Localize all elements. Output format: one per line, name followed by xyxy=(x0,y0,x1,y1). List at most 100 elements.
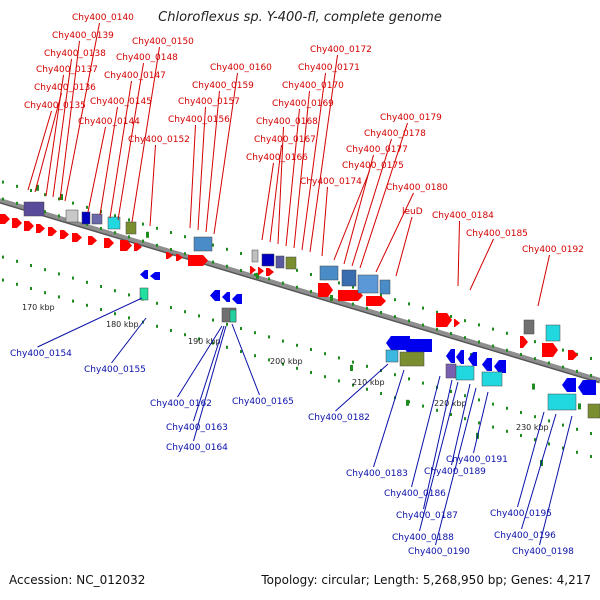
forward-gene-arrow xyxy=(60,230,69,239)
forward-leader-line xyxy=(375,192,414,273)
ticks-reverse-outer-tick xyxy=(422,404,424,408)
gene-box-gray xyxy=(65,209,79,223)
ticks-forward-inner-tick xyxy=(86,222,88,226)
ticks-reverse-inner-tick xyxy=(408,377,410,381)
ticks-forward-outer-tick xyxy=(16,184,18,188)
forward-gene-label: Chy400_0160 xyxy=(210,63,272,73)
forward-leader-line xyxy=(117,62,144,221)
forward-gene-label: Chy400_0169 xyxy=(272,99,334,109)
gene-box-teal xyxy=(139,287,149,301)
forward-gene-arrow xyxy=(24,221,34,231)
ticks-reverse-inner-tick xyxy=(352,360,354,364)
ticks-reverse-inner-tick xyxy=(492,402,494,406)
ticks-forward-outer-tick xyxy=(352,285,354,289)
forward-leader-line xyxy=(537,254,550,307)
forward-leader-line xyxy=(309,54,338,253)
ticks-forward-inner-tick xyxy=(44,210,46,214)
gene-box-steelblue xyxy=(319,265,339,281)
forward-gene-arrow xyxy=(436,313,452,327)
ticks-reverse-outer-tick xyxy=(506,429,508,433)
ticks-forward-inner-tick xyxy=(184,252,186,256)
reverse-leader-line xyxy=(111,317,147,364)
forward-leader-line xyxy=(131,46,160,223)
ticks-forward-inner-tick xyxy=(380,311,382,314)
major-tick xyxy=(350,365,353,371)
forward-leader-line xyxy=(285,108,300,247)
ticks-reverse-outer-tick xyxy=(170,329,172,332)
reverse-gene-label: Chy400_0198 xyxy=(512,547,574,557)
reverse-leader-line xyxy=(335,363,389,412)
ticks-reverse-outer-tick xyxy=(478,421,480,425)
forward-gene-label: Chy400_0150 xyxy=(132,37,194,47)
reverse-leader-line xyxy=(419,381,459,532)
forward-leader-line xyxy=(213,72,238,235)
forward-gene-arrow xyxy=(72,233,82,242)
ticks-forward-outer-tick xyxy=(310,273,312,276)
reverse-gene-label: Chy400_0165 xyxy=(232,397,294,407)
ticks-reverse-outer-tick xyxy=(576,450,578,454)
gene-box-slate xyxy=(275,255,285,269)
forward-leader-line xyxy=(59,40,80,201)
forward-leader-line xyxy=(359,122,408,269)
ticks-reverse-outer-tick xyxy=(520,434,522,437)
reverse-gene-label: Chy400_0189 xyxy=(424,467,486,477)
forward-gene-label: Chy400_0136 xyxy=(34,83,96,93)
gene-box-teal xyxy=(229,309,237,323)
scale-label: 210 kbp xyxy=(352,378,385,387)
ticks-reverse-outer-tick xyxy=(436,408,438,412)
reverse-gene-label: Chy400_0195 xyxy=(490,509,552,519)
scale-label: 190 kbp xyxy=(188,337,221,346)
ticks-forward-outer-tick xyxy=(562,348,564,352)
ticks-forward-outer-tick xyxy=(506,331,508,335)
reverse-gene-label: Chy400_0183 xyxy=(346,469,408,479)
ticks-forward-inner-tick xyxy=(282,281,284,285)
reverse-leader-line xyxy=(177,325,223,398)
ticks-reverse-inner-tick xyxy=(170,306,172,309)
gene-box-olive xyxy=(125,221,137,235)
reverse-leader-line xyxy=(473,391,489,454)
ticks-reverse-inner-tick xyxy=(450,390,452,393)
ticks-reverse-outer-tick xyxy=(128,316,130,320)
forward-gene-label: Chy400_0184 xyxy=(432,211,494,221)
ticks-forward-outer-tick xyxy=(226,247,228,251)
reverse-gene-arrow xyxy=(210,290,220,301)
forward-gene-arrow xyxy=(188,255,208,266)
forward-gene-label: Chy400_0179 xyxy=(380,113,442,123)
ticks-forward-outer-tick xyxy=(590,357,592,360)
genome-summary-label: Topology: circular; Length: 5,268,950 bp… xyxy=(261,573,591,587)
ticks-reverse-outer-tick xyxy=(380,392,382,395)
forward-gene-label: Chy400_0185 xyxy=(466,229,528,239)
ticks-reverse-inner-tick xyxy=(2,255,4,259)
ticks-reverse-outer-tick xyxy=(2,278,4,282)
reverse-leader-line xyxy=(193,325,227,442)
forward-gene-arrow xyxy=(120,240,132,251)
ticks-forward-inner-tick xyxy=(520,353,522,356)
reverse-gene-label: Chy400_0186 xyxy=(384,489,446,499)
gene-box-cyan xyxy=(547,393,577,411)
scale-label: 230 kbp xyxy=(516,423,549,432)
ticks-reverse-inner-tick xyxy=(44,268,46,272)
forward-gene-label: Chy400_0192 xyxy=(522,245,584,255)
ticks-reverse-outer-tick xyxy=(212,341,214,345)
ticks-forward-outer-tick xyxy=(86,205,88,209)
ticks-reverse-inner-tick xyxy=(156,301,158,305)
ticks-forward-inner-tick xyxy=(478,340,480,344)
ticks-forward-inner-tick xyxy=(436,327,438,331)
ticks-reverse-outer-tick xyxy=(156,324,158,328)
ticks-forward-inner-tick xyxy=(296,285,298,289)
ticks-reverse-inner-tick xyxy=(226,322,228,326)
ticks-forward-outer-tick xyxy=(492,327,494,331)
scale-label: 170 kbp xyxy=(22,303,55,312)
ticks-forward-inner-tick xyxy=(240,269,242,272)
reverse-gene-arrow xyxy=(140,270,148,279)
forward-gene-label: Chy400_0166 xyxy=(246,153,308,163)
ticks-forward-outer-tick xyxy=(156,226,158,230)
ticks-forward-inner-tick xyxy=(254,273,256,277)
ticks-reverse-inner-tick xyxy=(58,272,60,276)
forward-gene-arrow xyxy=(134,243,142,251)
ticks-reverse-inner-tick xyxy=(562,423,564,427)
ticks-reverse-outer-tick xyxy=(282,362,284,366)
ticks-forward-inner-tick xyxy=(128,235,130,239)
ticks-forward-outer-tick xyxy=(464,319,466,323)
forward-gene-label: Chy400_0159 xyxy=(192,81,254,91)
